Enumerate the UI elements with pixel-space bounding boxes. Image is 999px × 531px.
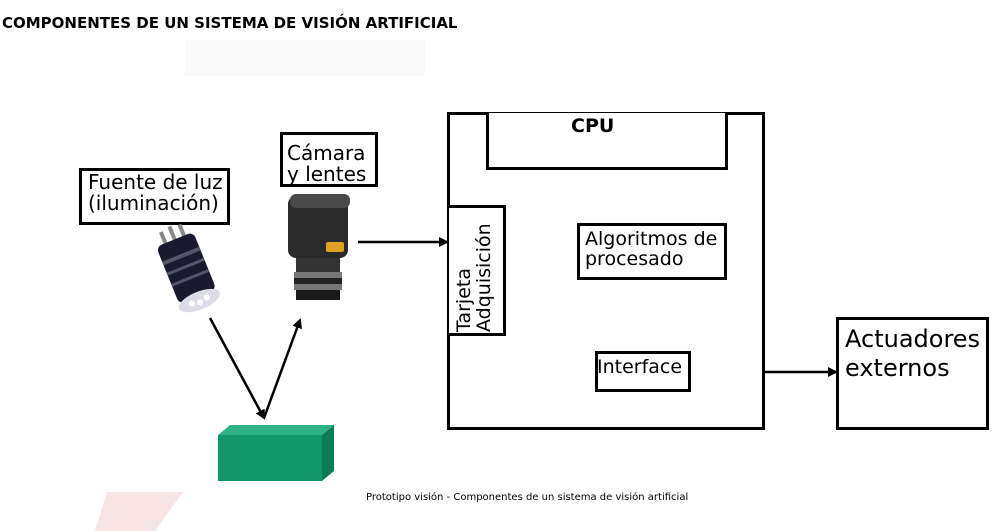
- camera-label: Cámara y lentes: [287, 141, 367, 186]
- interface-label: Interface: [597, 356, 683, 378]
- background-red-shape: [95, 492, 183, 531]
- arrow-object-to-camera: [262, 318, 302, 419]
- background-smudge: [185, 40, 425, 76]
- interface-box: [595, 351, 691, 392]
- cpu-label: CPU: [571, 115, 615, 137]
- acquisition-card-label: Tarjeta Adquisición: [453, 223, 495, 332]
- cpu-header-box: [486, 113, 728, 170]
- actuators-box: [836, 317, 989, 430]
- acquisition-card-box: [449, 205, 506, 336]
- object-block: [218, 425, 334, 481]
- light-source-label: Fuente de luz (iluminación): [88, 170, 223, 215]
- arrow-light-to-object: [208, 317, 266, 420]
- figure-caption: Prototipo visión - Componentes de un sis…: [366, 492, 689, 503]
- camera-icon: [288, 194, 350, 300]
- page-title: COMPONENTES DE UN SISTEMA DE VISIÓN ARTI…: [2, 14, 458, 32]
- actuators-label: Actuadores externos: [845, 325, 981, 382]
- camera-box: [280, 132, 378, 187]
- algorithms-label: Algoritmos de procesado: [585, 228, 718, 270]
- light-source-box: [79, 168, 230, 225]
- lamp-icon: [157, 223, 221, 313]
- algorithms-box: [577, 223, 727, 280]
